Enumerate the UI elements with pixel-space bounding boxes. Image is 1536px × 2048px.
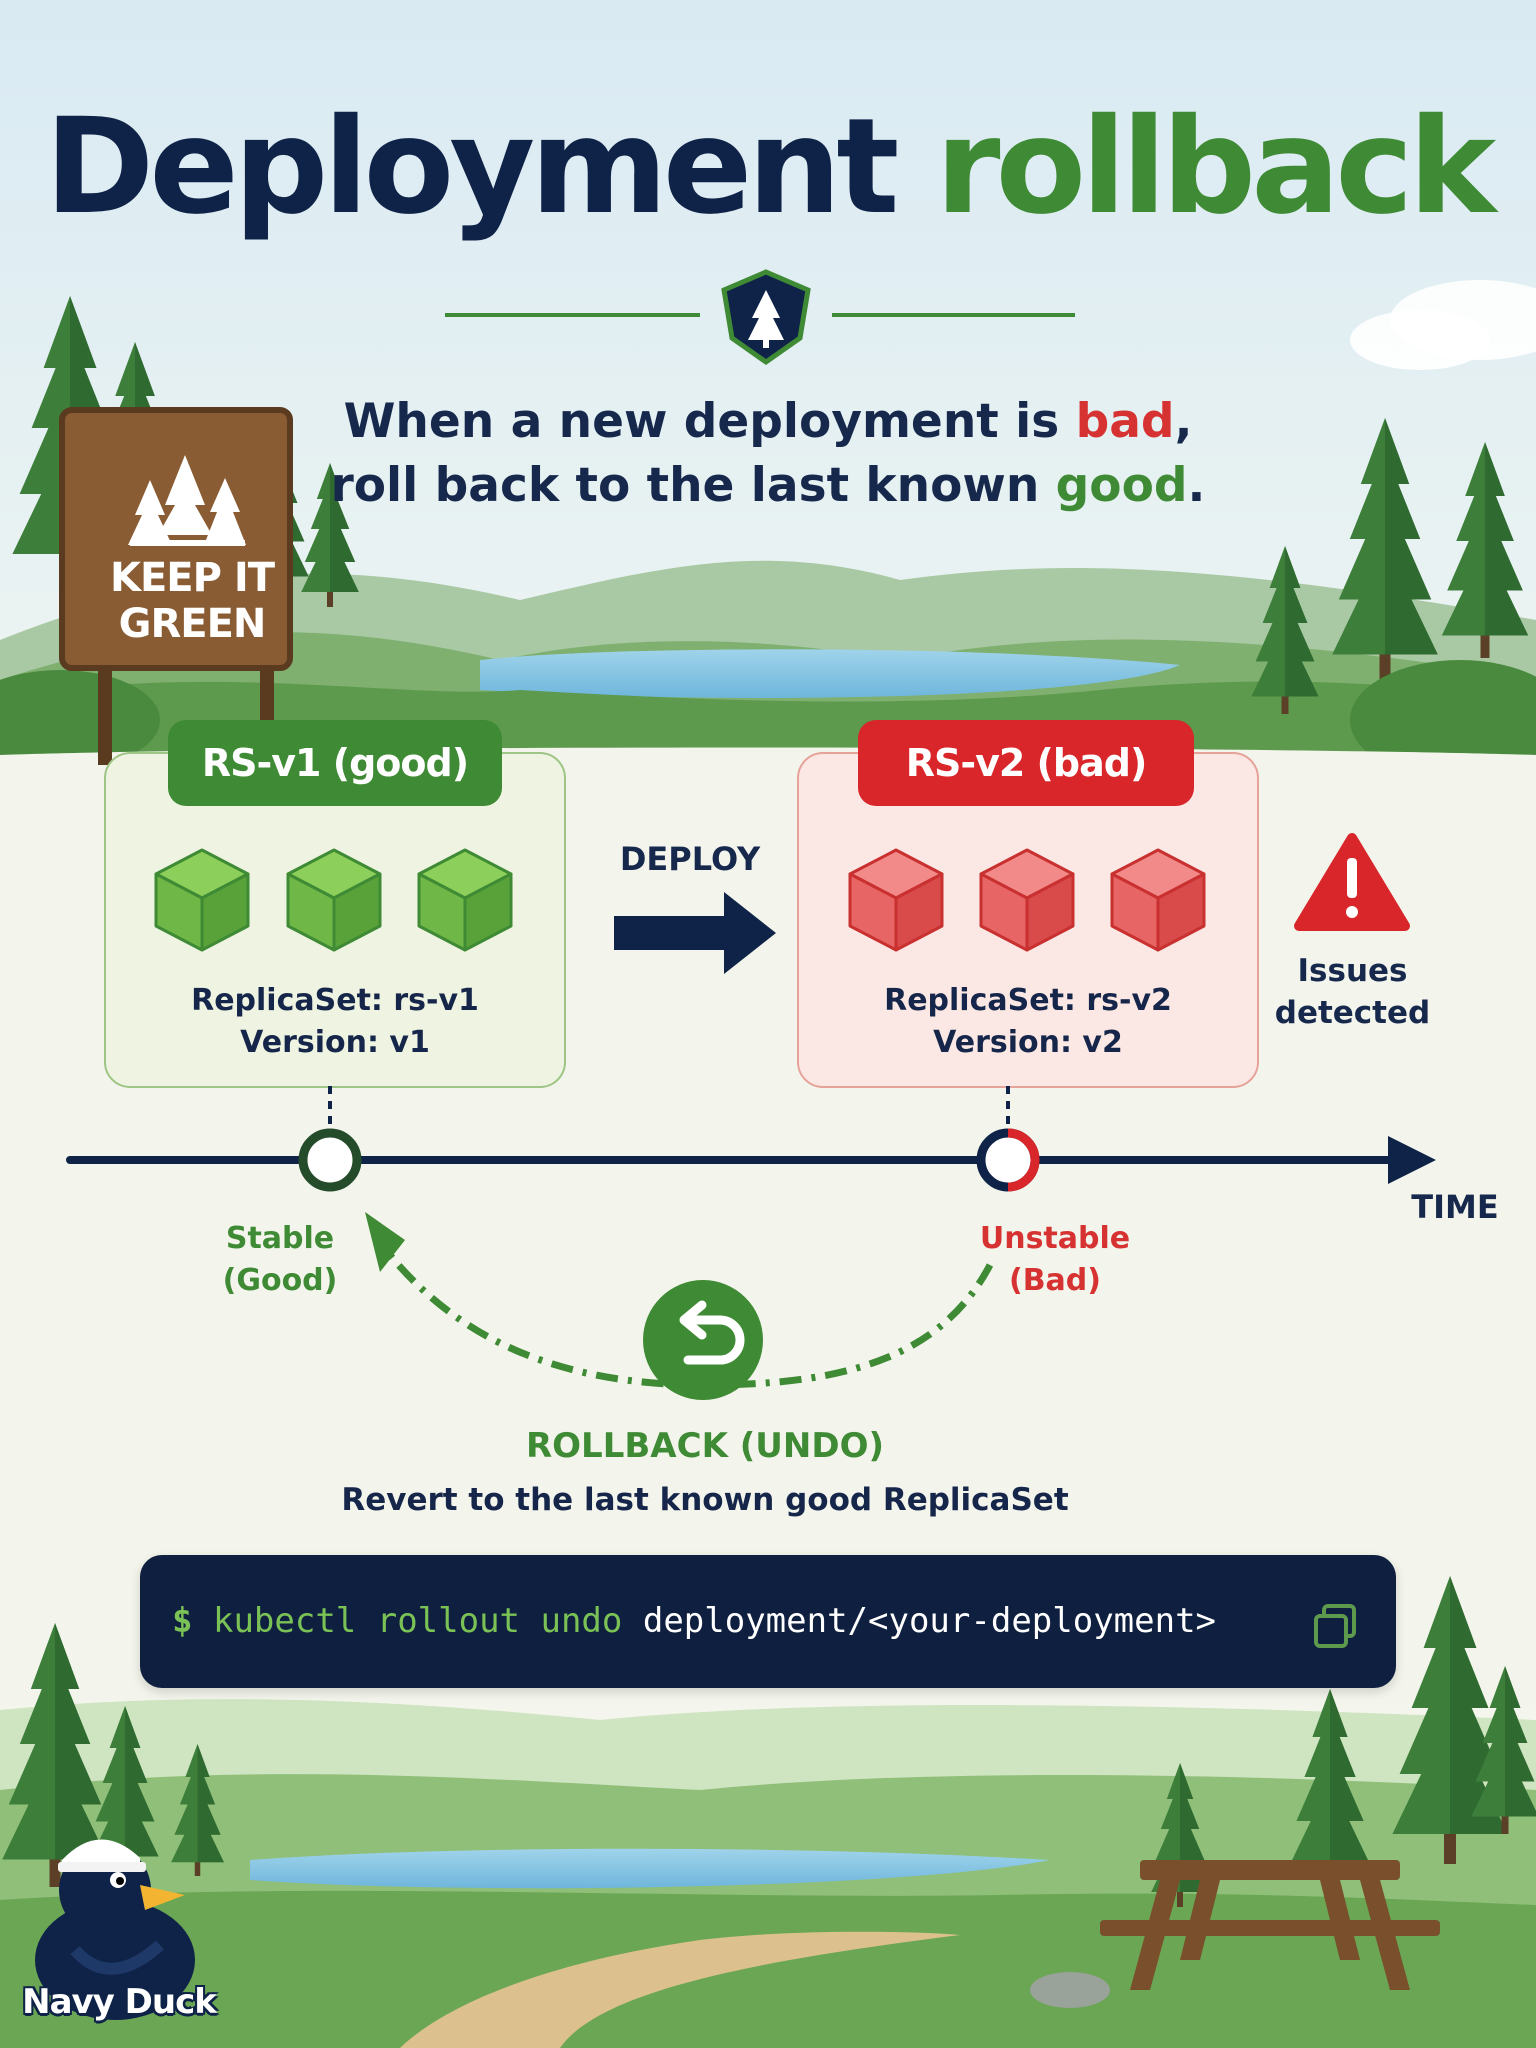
- subtitle-line-1: When a new deployment is bad,: [0, 390, 1536, 454]
- arrow-right-icon: [614, 892, 776, 974]
- subtitle-line-2: roll back to the last known good.: [0, 454, 1536, 518]
- title-part-2: rollback: [935, 90, 1496, 244]
- picnic-table: [1100, 1860, 1440, 1990]
- sign-label: KEEP IT GREEN: [72, 555, 312, 647]
- replicaset-bad-version: Version: v2: [933, 1025, 1123, 1060]
- navy-duck-mascot: [35, 1839, 195, 2020]
- unstable-line-1: Unstable: [979, 1221, 1131, 1256]
- replicaset-bad-name: ReplicaSet: rs-v2: [884, 983, 1172, 1018]
- stable-line-1: Stable: [225, 1221, 335, 1256]
- warning-triangle-icon: [1294, 833, 1410, 931]
- undo-icon: [643, 1280, 763, 1400]
- sign-line-2: GREEN: [118, 601, 267, 647]
- pod-bad-3: [1110, 848, 1206, 952]
- title-part-1: Deployment: [44, 90, 900, 244]
- rollback-title: ROLLBACK (UNDO): [525, 1426, 885, 1466]
- sign-line-1: KEEP IT: [109, 555, 275, 601]
- stable-label: Stable (Good): [200, 1218, 360, 1302]
- timeline-point-stable: [298, 1128, 362, 1192]
- page-title: Deployment rollback: [0, 92, 1536, 242]
- stable-line-2: (Good): [222, 1263, 338, 1298]
- tree-shield-icon: [721, 269, 811, 366]
- unstable-line-2: (Bad): [1008, 1263, 1101, 1298]
- rollback-description: Revert to the last known good ReplicaSet: [341, 1482, 1069, 1518]
- issues-line-1: Issues: [1297, 953, 1408, 989]
- command-bar: [140, 1555, 1396, 1688]
- subtitle-punct: ,: [1174, 394, 1193, 449]
- keep-it-green-sign: [59, 407, 293, 765]
- subtitle-text: When a new deployment is: [343, 394, 1076, 449]
- replicaset-good-info: ReplicaSet: rs-v1 Version: v1: [104, 980, 566, 1064]
- replicaset-good-name: ReplicaSet: rs-v1: [191, 983, 479, 1018]
- pod-bad-1: [848, 848, 944, 952]
- timeline-axis: [66, 1136, 1436, 1184]
- time-axis-label: TIME: [1411, 1188, 1499, 1226]
- deploy-label: DEPLOY: [619, 840, 761, 878]
- pod-good-3: [417, 848, 513, 952]
- replicaset-good-badge: RS-v1 (good): [168, 720, 502, 806]
- issues-line-2: detected: [1274, 995, 1431, 1031]
- replicaset-bad-info: ReplicaSet: rs-v2 Version: v2: [797, 980, 1259, 1064]
- command-target: deployment/<your-deployment>: [642, 1601, 1217, 1641]
- copy-icon[interactable]: [1310, 1600, 1362, 1652]
- subtitle-bad-word: bad: [1075, 394, 1175, 449]
- pod-good-2: [286, 848, 382, 952]
- pod-bad-2: [979, 848, 1075, 952]
- replicaset-good-version: Version: v1: [240, 1025, 430, 1060]
- subtitle-text: roll back to the last known: [330, 458, 1056, 513]
- command-keyword: kubectl rollout undo: [212, 1601, 623, 1641]
- subtitle: When a new deployment is bad, roll back …: [0, 390, 1536, 518]
- timeline-point-unstable: [976, 1128, 1040, 1192]
- command-prompt: $: [172, 1601, 193, 1641]
- subtitle-good-word: good: [1055, 458, 1188, 513]
- subtitle-punct: .: [1187, 458, 1206, 513]
- pod-good-1: [154, 848, 250, 952]
- issues-detected-label: Issues detected: [1250, 950, 1455, 1034]
- command-text[interactable]: $ kubectl rollout undo deployment/<your-…: [172, 1596, 1302, 1646]
- replicaset-bad-badge: RS-v2 (bad): [858, 720, 1194, 806]
- unstable-label: Unstable (Bad): [965, 1218, 1145, 1302]
- brand-label: Navy Duck: [22, 1982, 217, 2022]
